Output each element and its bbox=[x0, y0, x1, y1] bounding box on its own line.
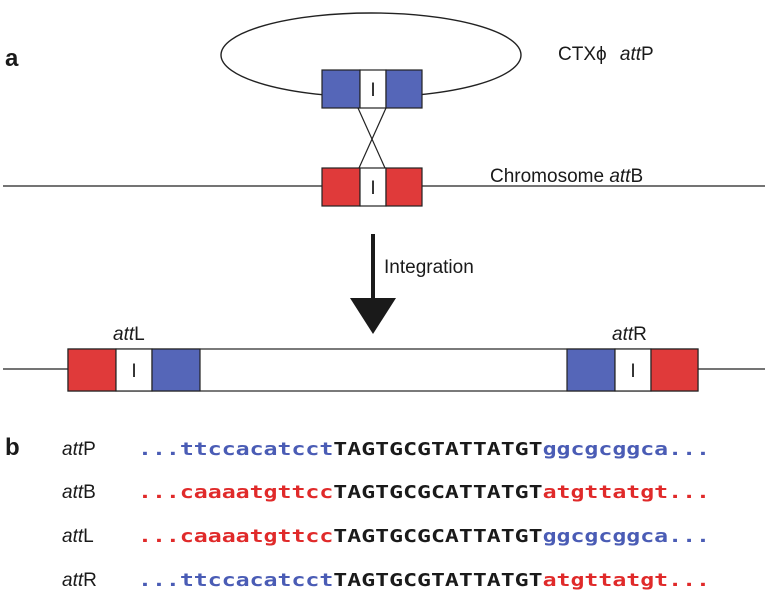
chromosome-core-label: I bbox=[370, 178, 375, 199]
row-name: attL bbox=[62, 526, 94, 547]
crossover-line-2 bbox=[358, 107, 387, 169]
chromosome-arm-right bbox=[385, 167, 423, 207]
panel-b-letter: b bbox=[5, 434, 20, 461]
panel-a-letter: a bbox=[5, 45, 19, 72]
attl-core bbox=[115, 348, 153, 392]
integration-label: Integration bbox=[384, 257, 474, 278]
integration-arrow-head bbox=[350, 298, 396, 334]
attr-core-label: I bbox=[630, 361, 635, 382]
attr-arm-left bbox=[566, 348, 616, 392]
phage-attp-site: I bbox=[321, 69, 423, 109]
attr-arm-right bbox=[650, 348, 699, 392]
chromosome-label: Chromosome attB bbox=[490, 166, 643, 187]
attl-core-label: I bbox=[131, 361, 136, 382]
row-name: attB bbox=[62, 482, 96, 503]
phage-label: CTXϕ attP bbox=[558, 44, 654, 65]
chromosome-arm-left bbox=[321, 167, 361, 207]
attl-arm-right bbox=[151, 348, 201, 392]
attl-arm-left bbox=[67, 348, 117, 392]
row-name: attR bbox=[62, 570, 97, 591]
phage-arm-right bbox=[385, 69, 423, 109]
attr-core bbox=[614, 348, 652, 392]
row-name: attP bbox=[62, 439, 96, 460]
integrated-prophage: I I bbox=[67, 348, 699, 392]
chromosome-core bbox=[359, 167, 387, 207]
chromosome-attb-site: I bbox=[321, 167, 423, 207]
attr-label: attR bbox=[612, 324, 647, 345]
phage-core bbox=[359, 69, 387, 109]
phage-core-label: I bbox=[370, 80, 375, 101]
attl-label: attL bbox=[113, 324, 145, 345]
crossover-line-1 bbox=[357, 107, 386, 169]
phage-arm-left bbox=[321, 69, 361, 109]
